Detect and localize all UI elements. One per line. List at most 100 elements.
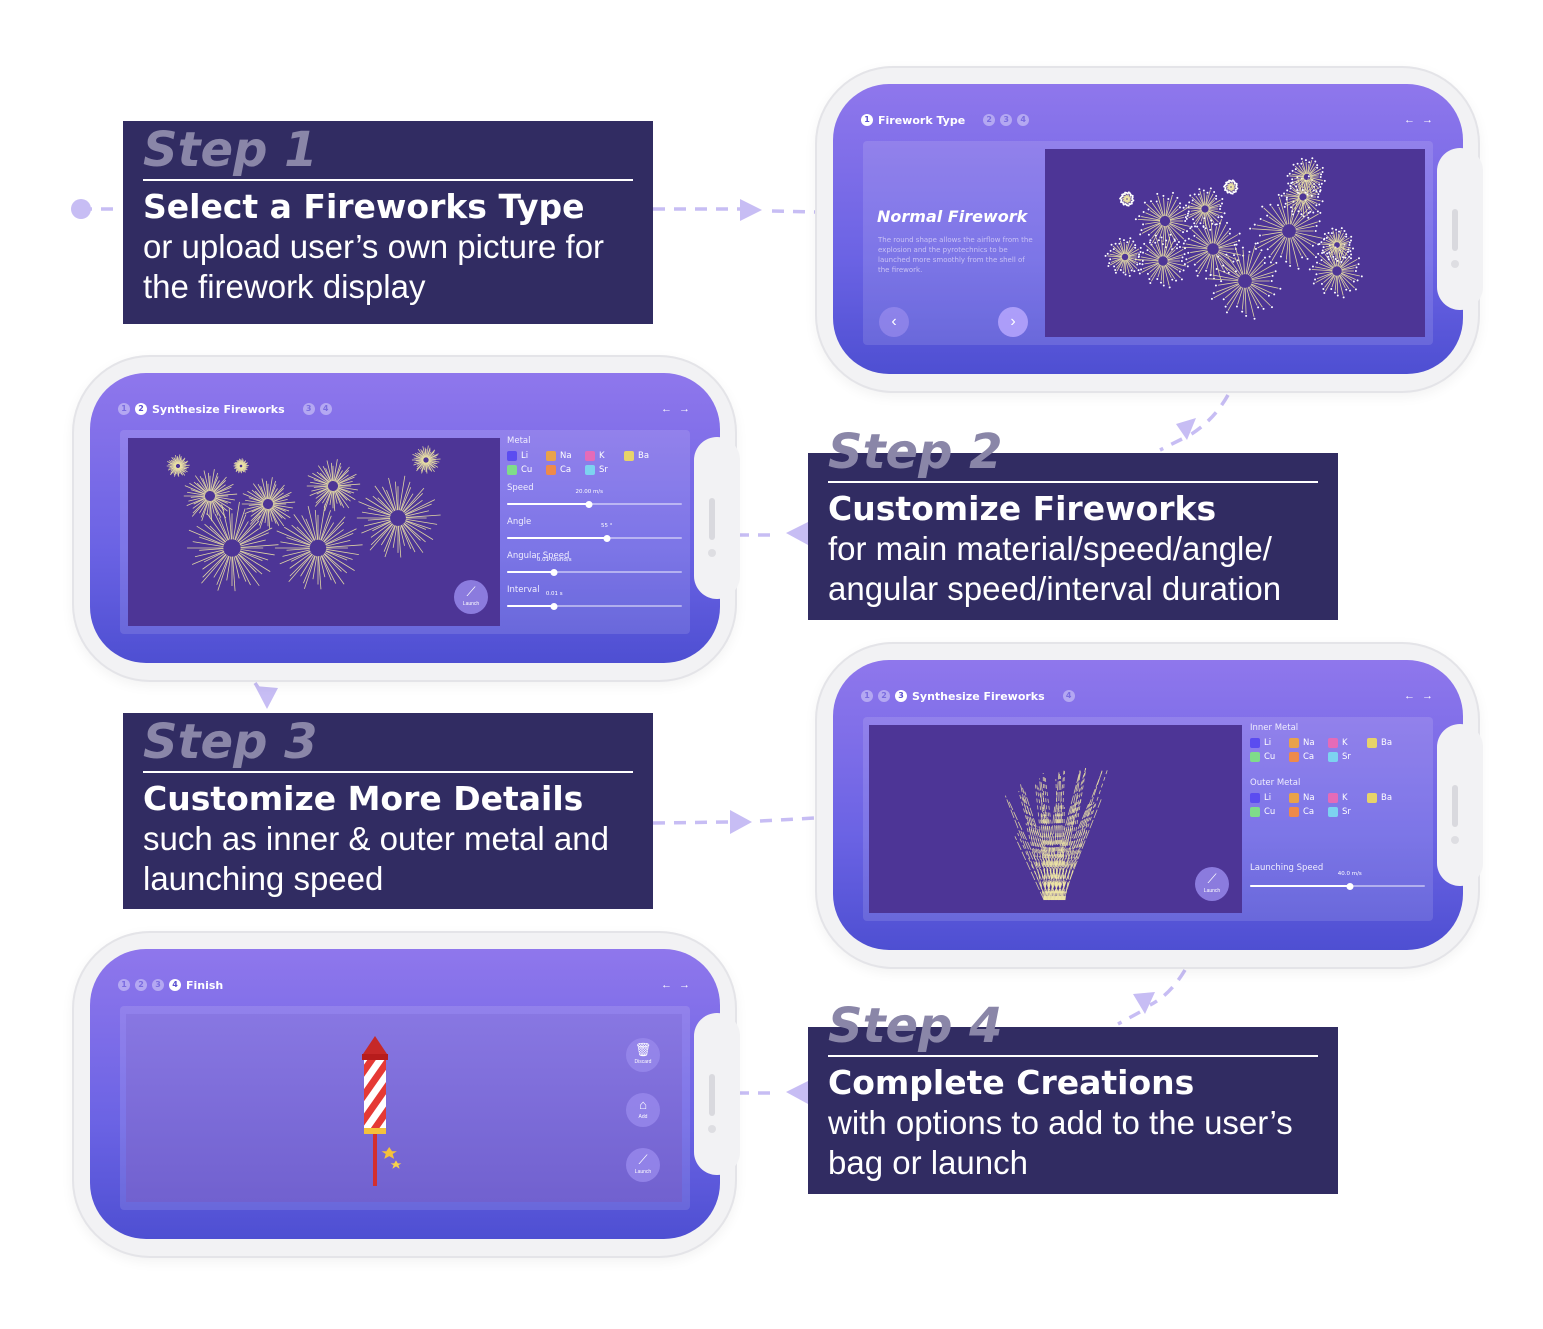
metal-chip-ba[interactable]: Ba xyxy=(1367,738,1394,748)
step-4-card: Step 4 Complete Creations with options t… xyxy=(808,998,1338,1194)
step-dot[interactable]: 3 xyxy=(895,690,907,702)
metal-swatch xyxy=(1250,738,1260,748)
metal-label: Metal xyxy=(507,436,531,446)
nav-arrows-icon[interactable]: ← → xyxy=(660,403,692,415)
screen-firework-type: 1 Firework Type 2 3 4 ← → Normal Firewor… xyxy=(833,84,1463,374)
metal-chip-cu[interactable]: Cu xyxy=(1250,807,1277,817)
metal-swatch xyxy=(1367,793,1377,803)
spark-trail xyxy=(1029,820,1049,901)
metal-chip-k[interactable]: K xyxy=(1328,738,1355,748)
metal-chip-cu[interactable]: Cu xyxy=(507,465,534,475)
slider[interactable]: 55 ° xyxy=(507,523,682,545)
metal-chip-k[interactable]: K xyxy=(1328,793,1355,803)
metal-chip-li[interactable]: Li xyxy=(1250,738,1277,748)
step-dot[interactable]: 4 xyxy=(319,403,332,415)
spark-trail xyxy=(1046,803,1060,901)
metal-chip-sr[interactable]: Sr xyxy=(1328,752,1355,762)
finish-panel: 🗑 Discard ⌂ Add ⟋ Launch xyxy=(120,1006,690,1210)
prev-type-button[interactable]: ‹ xyxy=(879,307,909,337)
slider-knob[interactable] xyxy=(603,534,611,542)
metal-name: Sr xyxy=(1342,807,1351,817)
metal-chip-na[interactable]: Na xyxy=(1289,738,1316,748)
slider-knob[interactable] xyxy=(550,568,558,576)
metal-swatch xyxy=(546,465,556,475)
metal-swatch xyxy=(624,451,634,461)
slider[interactable]: 20.00 m/s xyxy=(507,489,682,511)
step-dot[interactable]: 2 xyxy=(878,690,890,702)
metal-chip-li[interactable]: Li xyxy=(1250,793,1277,803)
slider-knob[interactable] xyxy=(550,602,558,610)
add-button[interactable]: ⌂ Add xyxy=(626,1093,660,1127)
step-dot[interactable]: 1 xyxy=(861,114,873,126)
metal-swatch xyxy=(1328,793,1338,803)
rocket-preview: 🗑 Discard ⌂ Add ⟋ Launch xyxy=(126,1014,682,1202)
type-panel: Normal Firework The round shape allows t… xyxy=(863,141,1433,345)
rocket-icon xyxy=(362,1036,402,1186)
nav-arrows-icon[interactable]: ← → xyxy=(1403,114,1435,126)
metal-chip-cu[interactable]: Cu xyxy=(1250,752,1277,762)
metal-chip-li[interactable]: Li xyxy=(507,451,534,461)
step-dot[interactable]: 1 xyxy=(861,690,873,702)
step-dot[interactable]: 1 xyxy=(118,403,130,415)
metal-chip-sr[interactable]: Sr xyxy=(585,465,612,475)
firework-burst xyxy=(187,501,279,592)
nav-arrows-icon[interactable]: ← → xyxy=(660,979,692,991)
phone-step-2: 1 2 Synthesize Fireworks 3 4 ← → ⟋ Launc… xyxy=(72,355,740,682)
step-dot[interactable]: 3 xyxy=(1000,114,1013,126)
metal-chip-sr[interactable]: Sr xyxy=(1328,807,1355,817)
launch-button[interactable]: ⟋ Launch xyxy=(1195,867,1229,901)
launch-speed-slider[interactable]: 40.0 m/s xyxy=(1250,871,1425,893)
step-dot[interactable]: 2 xyxy=(983,114,996,126)
metal-swatch xyxy=(1250,793,1260,803)
metal-chip-na[interactable]: Na xyxy=(546,451,573,461)
divider xyxy=(828,481,1318,483)
metal-chip-ba[interactable]: Ba xyxy=(1367,793,1394,803)
launch-button[interactable]: ⟋ Launch xyxy=(626,1148,660,1182)
metal-chip-na[interactable]: Na xyxy=(1289,793,1316,803)
bag-icon: ⌂ xyxy=(639,1097,647,1112)
metal-chip-k[interactable]: K xyxy=(585,451,612,461)
step-dot[interactable]: 4 xyxy=(169,979,181,991)
metal-name: Sr xyxy=(1342,752,1351,762)
spark-trail xyxy=(1044,809,1050,901)
spark-trail xyxy=(1047,811,1058,901)
metal-name: Li xyxy=(1264,738,1272,748)
launch-speed-label: Launching Speed xyxy=(1250,863,1324,873)
step-dot[interactable]: 4 xyxy=(1017,114,1030,126)
slider[interactable]: 0.01 round/s xyxy=(507,557,682,579)
discard-button[interactable]: 🗑 Discard xyxy=(626,1038,660,1072)
metal-name: Sr xyxy=(599,465,608,475)
step-dot[interactable]: 2 xyxy=(135,979,147,991)
metal-name: Na xyxy=(1303,793,1315,803)
firework-preview: ⟋ Launch xyxy=(128,438,500,626)
metal-swatch xyxy=(1289,807,1299,817)
launch-button[interactable]: ⟋ Launch xyxy=(454,580,488,614)
step-dot[interactable]: 3 xyxy=(302,403,315,415)
firework-type-description: The round shape allows the airflow from … xyxy=(878,236,1033,274)
slider-knob[interactable] xyxy=(585,500,593,508)
step-dot[interactable]: 3 xyxy=(152,979,164,991)
metal-chip-ba[interactable]: Ba xyxy=(624,451,651,461)
metal-chip-ca[interactable]: Ca xyxy=(546,465,573,475)
screen-title: Firework Type xyxy=(878,113,966,127)
metal-name: Li xyxy=(1264,793,1272,803)
nav-arrows-icon[interactable]: ← → xyxy=(1403,690,1435,702)
step-description: such as inner & outer metal and launchin… xyxy=(143,820,609,897)
step-dot[interactable]: 1 xyxy=(118,979,130,991)
firework-burst xyxy=(1223,179,1239,195)
slider[interactable]: 0.01 s xyxy=(507,591,682,613)
next-type-button[interactable]: › xyxy=(998,307,1028,337)
metal-chip-ca[interactable]: Ca xyxy=(1289,752,1316,762)
firework-burst xyxy=(1205,242,1282,320)
step-dot[interactable]: 2 xyxy=(135,403,147,415)
metal-chip-ca[interactable]: Ca xyxy=(1289,807,1316,817)
firework-burst xyxy=(233,458,249,474)
slider-knob[interactable] xyxy=(1346,882,1354,890)
spark-trail xyxy=(1047,772,1060,901)
slider-value: 55 ° xyxy=(601,523,613,529)
spark-trail xyxy=(1050,769,1065,901)
step-dot[interactable]: 4 xyxy=(1062,690,1075,702)
firework-burst xyxy=(166,454,190,477)
